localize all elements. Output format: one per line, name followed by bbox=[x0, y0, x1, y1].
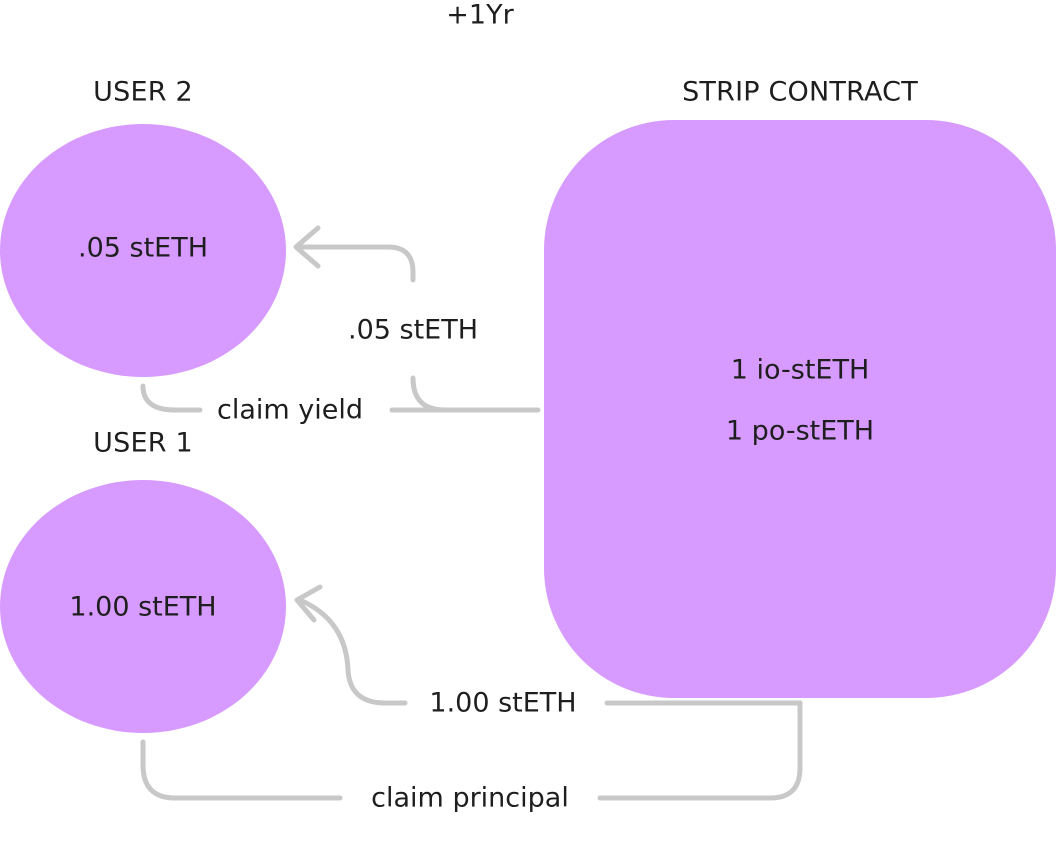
user2-claim-connector bbox=[140, 383, 203, 413]
claim-principal-label: claim principal bbox=[367, 784, 573, 812]
user1-node bbox=[0, 480, 286, 733]
principal-amount-label: 1.00 stETH bbox=[425, 689, 581, 717]
claim-principal-tail-connector bbox=[597, 700, 803, 801]
yield-arrowhead bbox=[293, 225, 321, 269]
principal-arrowhead bbox=[294, 584, 323, 623]
user1-balance: 1.00 stETH bbox=[69, 591, 217, 623]
time-label: +1Yr bbox=[446, 0, 514, 31]
strip-contract-node bbox=[544, 120, 1056, 698]
claim-principal-connector bbox=[140, 739, 343, 801]
strip-contract-holding-po: 1 po-stETH bbox=[725, 415, 875, 447]
strip-contract-title: STRIP CONTRACT bbox=[682, 76, 918, 108]
user2-balance: .05 stETH bbox=[77, 232, 209, 264]
claim-yield-connector bbox=[410, 375, 541, 413]
yield-transfer-connector bbox=[294, 244, 416, 283]
user2-title: USER 2 bbox=[93, 76, 193, 108]
yield-amount-label: .05 stETH bbox=[347, 314, 479, 346]
user2-node bbox=[0, 124, 286, 377]
principal-transfer-connector bbox=[297, 597, 408, 706]
strip-contract-holding-io: 1 io-stETH bbox=[730, 354, 870, 386]
claim-yield-label: claim yield bbox=[212, 396, 368, 424]
user1-title: USER 1 bbox=[93, 427, 193, 459]
